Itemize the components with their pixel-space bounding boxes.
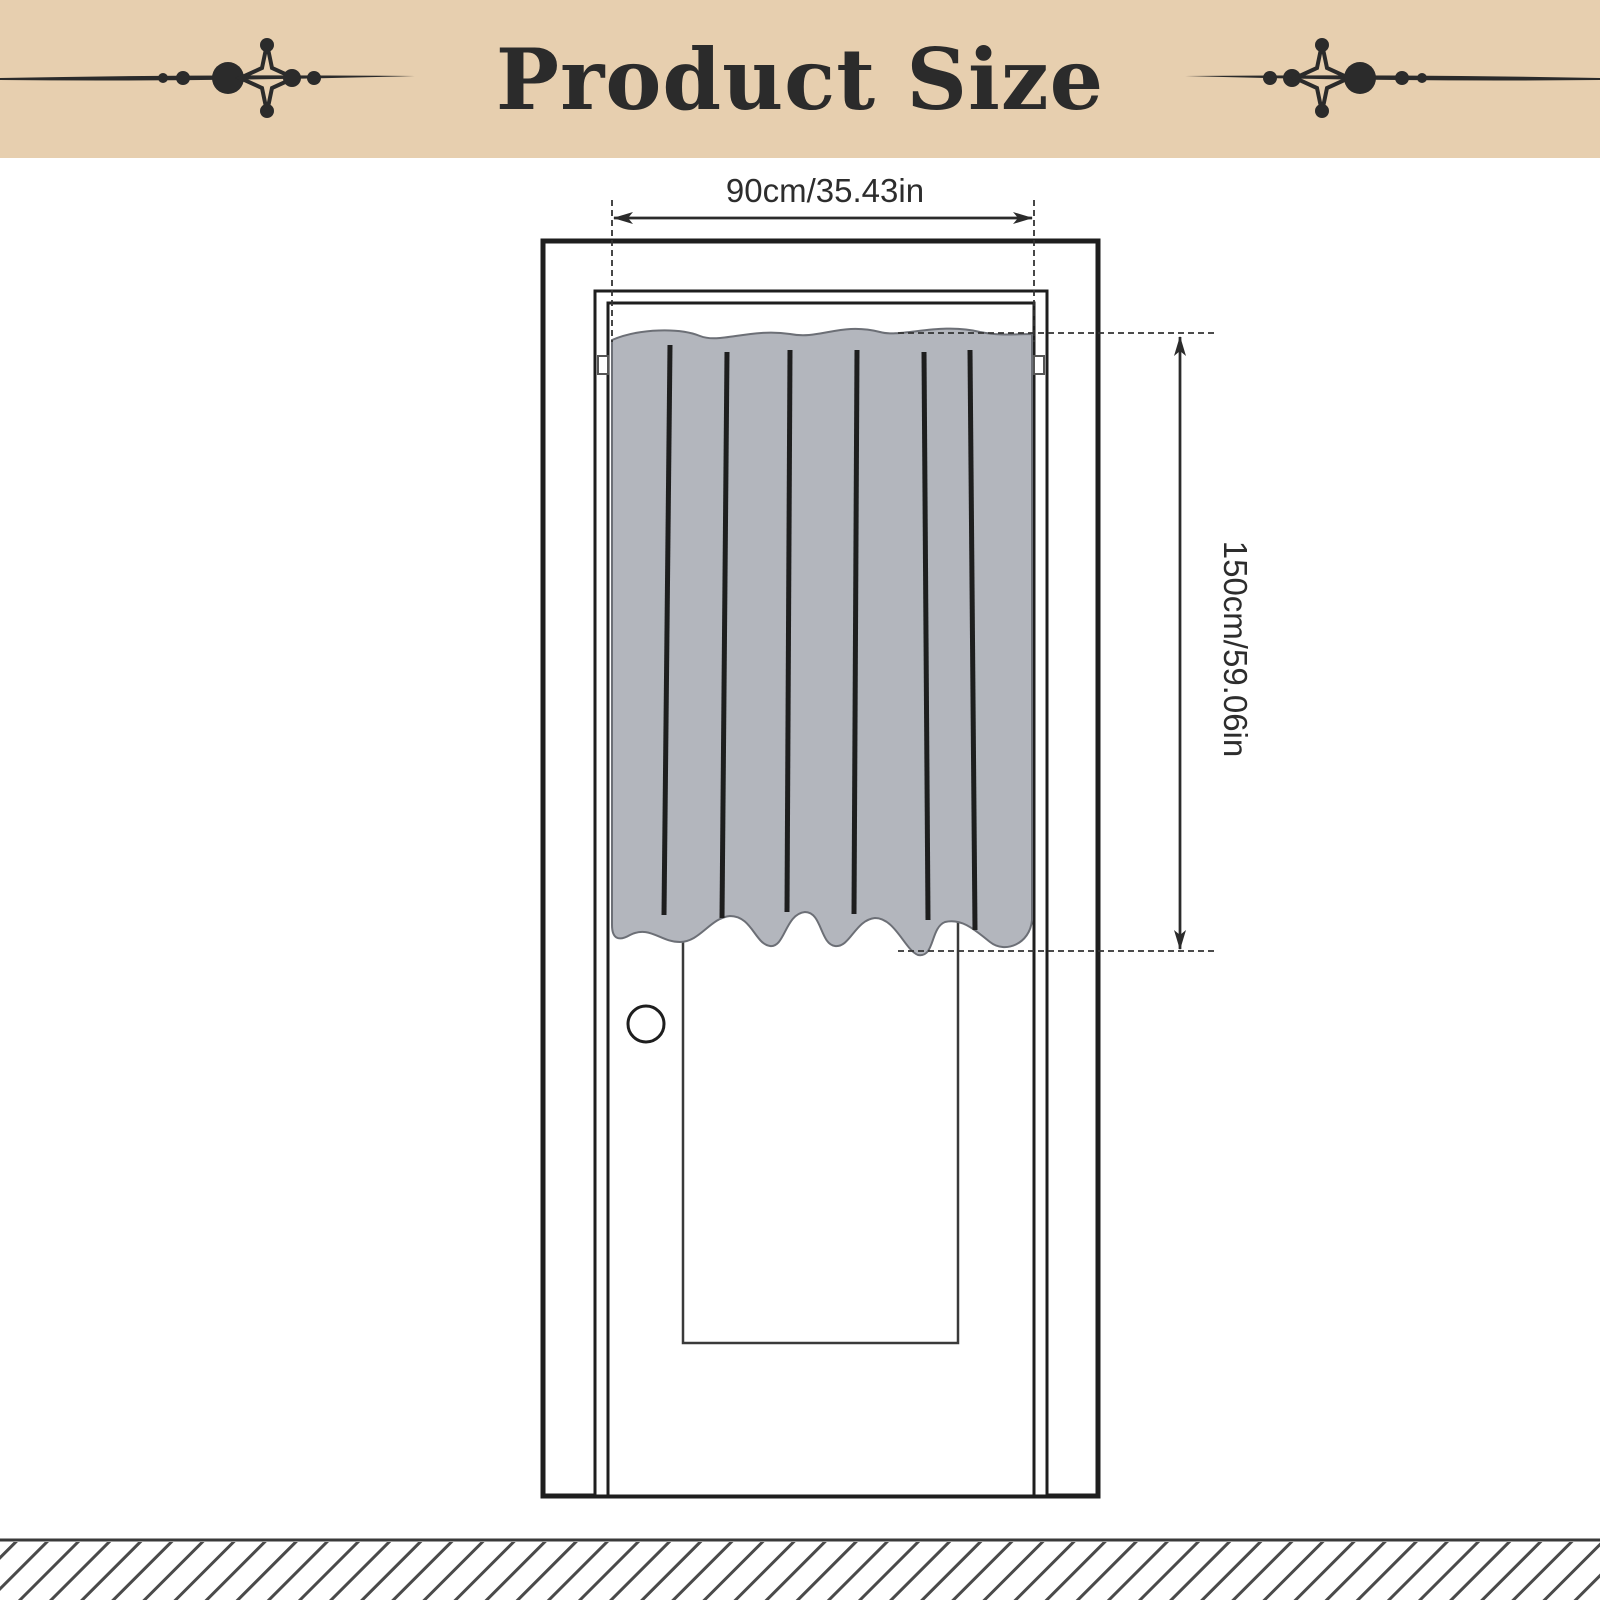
height-dimension — [898, 332, 1215, 952]
rod-bracket-left — [597, 355, 609, 375]
door-knob — [626, 1004, 666, 1044]
curtain — [611, 327, 1033, 957]
door-glass-panel — [681, 898, 960, 1345]
left-ornament-icon — [0, 38, 415, 118]
rod-bracket-right — [1033, 355, 1045, 375]
page-title: Product Size — [495, 30, 1105, 129]
width-dimension-label: 90cm/35.43in — [725, 172, 925, 209]
height-dimension-label: 150cm/59.06in — [1217, 540, 1254, 758]
width-dimension — [611, 200, 1035, 342]
floor-hatching — [0, 1538, 1600, 1600]
right-ornament-icon — [1185, 38, 1600, 118]
